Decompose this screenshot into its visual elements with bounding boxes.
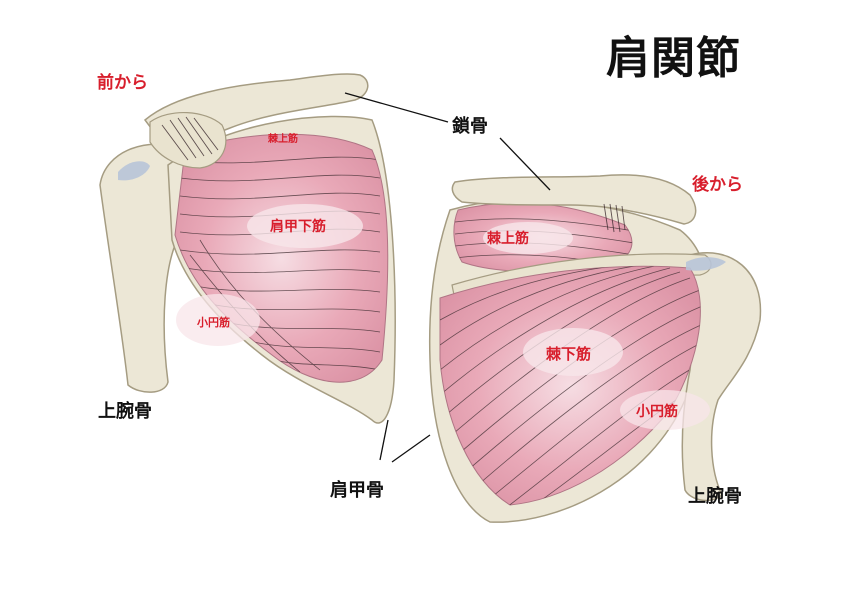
back-humerus-bone <box>681 252 762 502</box>
back-ligament-fibers <box>603 203 626 233</box>
back-supraspinatus-label: 棘上筋 <box>487 231 529 247</box>
back-teres-minor-label: 小円筋 <box>636 404 678 420</box>
back-clavicle-bone <box>451 174 697 225</box>
leader-clavicle-back <box>499 137 551 191</box>
leader-scapula-front <box>379 419 389 461</box>
back-humerus-label: 上腕骨 <box>688 486 742 507</box>
back-infraspinatus-label: 棘下筋 <box>546 345 592 363</box>
front-teres-minor-label: 小円筋 <box>197 316 230 329</box>
front-joint-fibers <box>161 116 219 161</box>
page-title: 肩関節 <box>606 33 741 84</box>
front-coracoid-process <box>149 112 227 169</box>
clavicle-label: 鎖骨 <box>452 116 488 137</box>
front-humerus-label: 上腕骨 <box>98 401 152 422</box>
back-teres-minor-highlight <box>620 390 710 430</box>
scapula-label: 肩甲骨 <box>330 480 384 501</box>
leader-scapula-back <box>391 434 431 463</box>
leader-clavicle-front <box>344 92 449 123</box>
front-view <box>99 73 396 424</box>
back-supraspinatus-highlight <box>483 222 573 254</box>
leader-lines <box>344 92 551 463</box>
front-subscapularis-highlight <box>247 204 363 248</box>
front-teres-minor-highlight <box>176 294 260 346</box>
back-infraspinatus-highlight <box>523 328 623 376</box>
back-view <box>428 174 762 523</box>
back-view-label: 後から <box>692 175 743 195</box>
front-glenoid-cartilage <box>118 161 150 181</box>
front-view-label: 前から <box>97 73 148 93</box>
front-supraspinatus-label: 棘上筋 <box>268 134 298 145</box>
back-infraspinatus-muscle <box>439 265 701 506</box>
back-glenoid-cartilage <box>686 257 726 271</box>
front-subscapularis-label: 肩甲下筋 <box>270 219 326 235</box>
front-muscle-fibers <box>179 156 381 373</box>
